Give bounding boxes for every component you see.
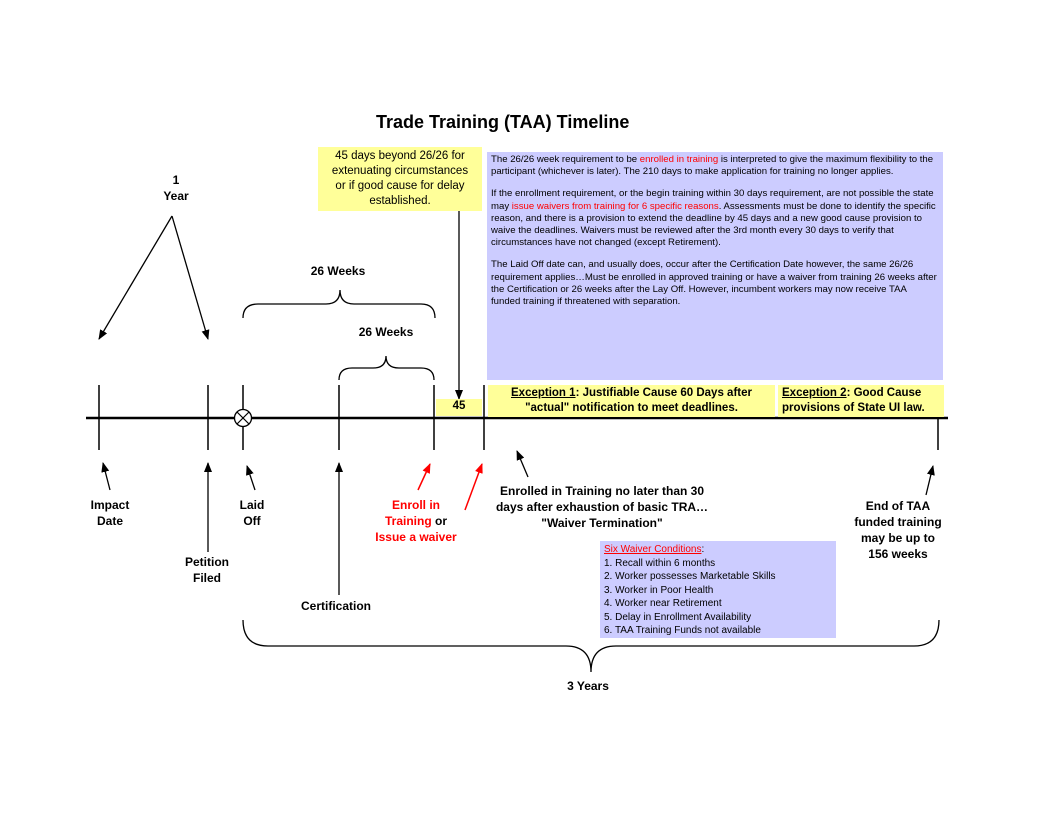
info-paragraph-1: The 26/26 week requirement to be enrolle… [491, 154, 934, 178]
exception-1-label: Exception 1 [511, 387, 576, 399]
note-line: or if good cause for delay [335, 180, 465, 192]
weeks-26-inner-label: 26 Weeks [358, 325, 414, 339]
list-item: 2. Worker possesses Marketable Skills [604, 571, 776, 582]
enroll-arrow [417, 463, 431, 491]
exception-2-box: Exception 2: Good Cause provisions of St… [778, 385, 944, 417]
one-year-label: 1 Year [150, 172, 202, 204]
exception-1-text: "actual" notification to meet deadlines. [525, 402, 738, 414]
requirements-info-box: The 26/26 week requirement to be enrolle… [487, 152, 943, 380]
timeline-ticks [98, 385, 939, 450]
three-years-label: 3 Years [567, 679, 609, 693]
one-year-arrow-left [98, 215, 173, 340]
exception-2-text: provisions of State UI law. [782, 402, 925, 414]
list-item: 5. Delay in Enrollment Availability [604, 611, 752, 623]
note-line: 45 days beyond 26/26 for [335, 150, 465, 162]
exception-2-label: Exception 2 [782, 387, 847, 399]
end-arrow [925, 465, 935, 496]
exception-1-box: Exception 1: Justifiable Cause 60 Days a… [488, 385, 775, 417]
waiver-heading: Six Waiver Conditions: [604, 544, 705, 555]
end-of-training-label: End of TAA funded training may be up to … [854, 499, 942, 561]
brace-26-weeks-inner [338, 355, 435, 381]
note-line: established. [369, 195, 431, 207]
list-item: 6. TAA Training Funds not available [604, 625, 761, 636]
laid-off-arrow [246, 465, 256, 491]
extension-note: 45 days beyond 26/26 for extenuating cir… [318, 147, 482, 211]
waiver-arrow [464, 463, 483, 511]
waiver-conditions-box: Six Waiver Conditions: 1. Recall within … [600, 541, 836, 638]
note-line: extenuating circumstances [331, 165, 469, 177]
one-year-arrow-right [171, 215, 210, 340]
impact-arrow [101, 462, 111, 491]
info-paragraph-2: If the enrollment requirement, or the be… [491, 188, 936, 249]
one-year-number: 1 [172, 173, 180, 187]
one-year-unit: Year [163, 189, 189, 203]
list-item: 4. Worker near Retirement [604, 598, 722, 609]
brace-3-years [242, 619, 940, 673]
days-45-box: 45 [436, 399, 482, 416]
certification-label: Certification [300, 599, 371, 613]
enrolled-deadline-label: Enrolled in Training no later than 30 da… [495, 484, 709, 530]
weeks-26-outer-label: 26 Weeks [310, 264, 366, 278]
list-item: 3. Worker in Poor Health [604, 584, 714, 596]
list-item: 1. Recall within 6 months [604, 557, 716, 569]
brace-26-weeks-outer [242, 289, 436, 319]
enroll-label: Enroll in Training or Issue a waiver [375, 498, 457, 544]
info-paragraph-3: The Laid Off date can, and usually does,… [491, 259, 937, 308]
laid-off-marker-icon [233, 408, 253, 428]
enrolled-arrow [516, 450, 529, 478]
page-title: Trade Training (TAA) Timeline [376, 112, 630, 132]
